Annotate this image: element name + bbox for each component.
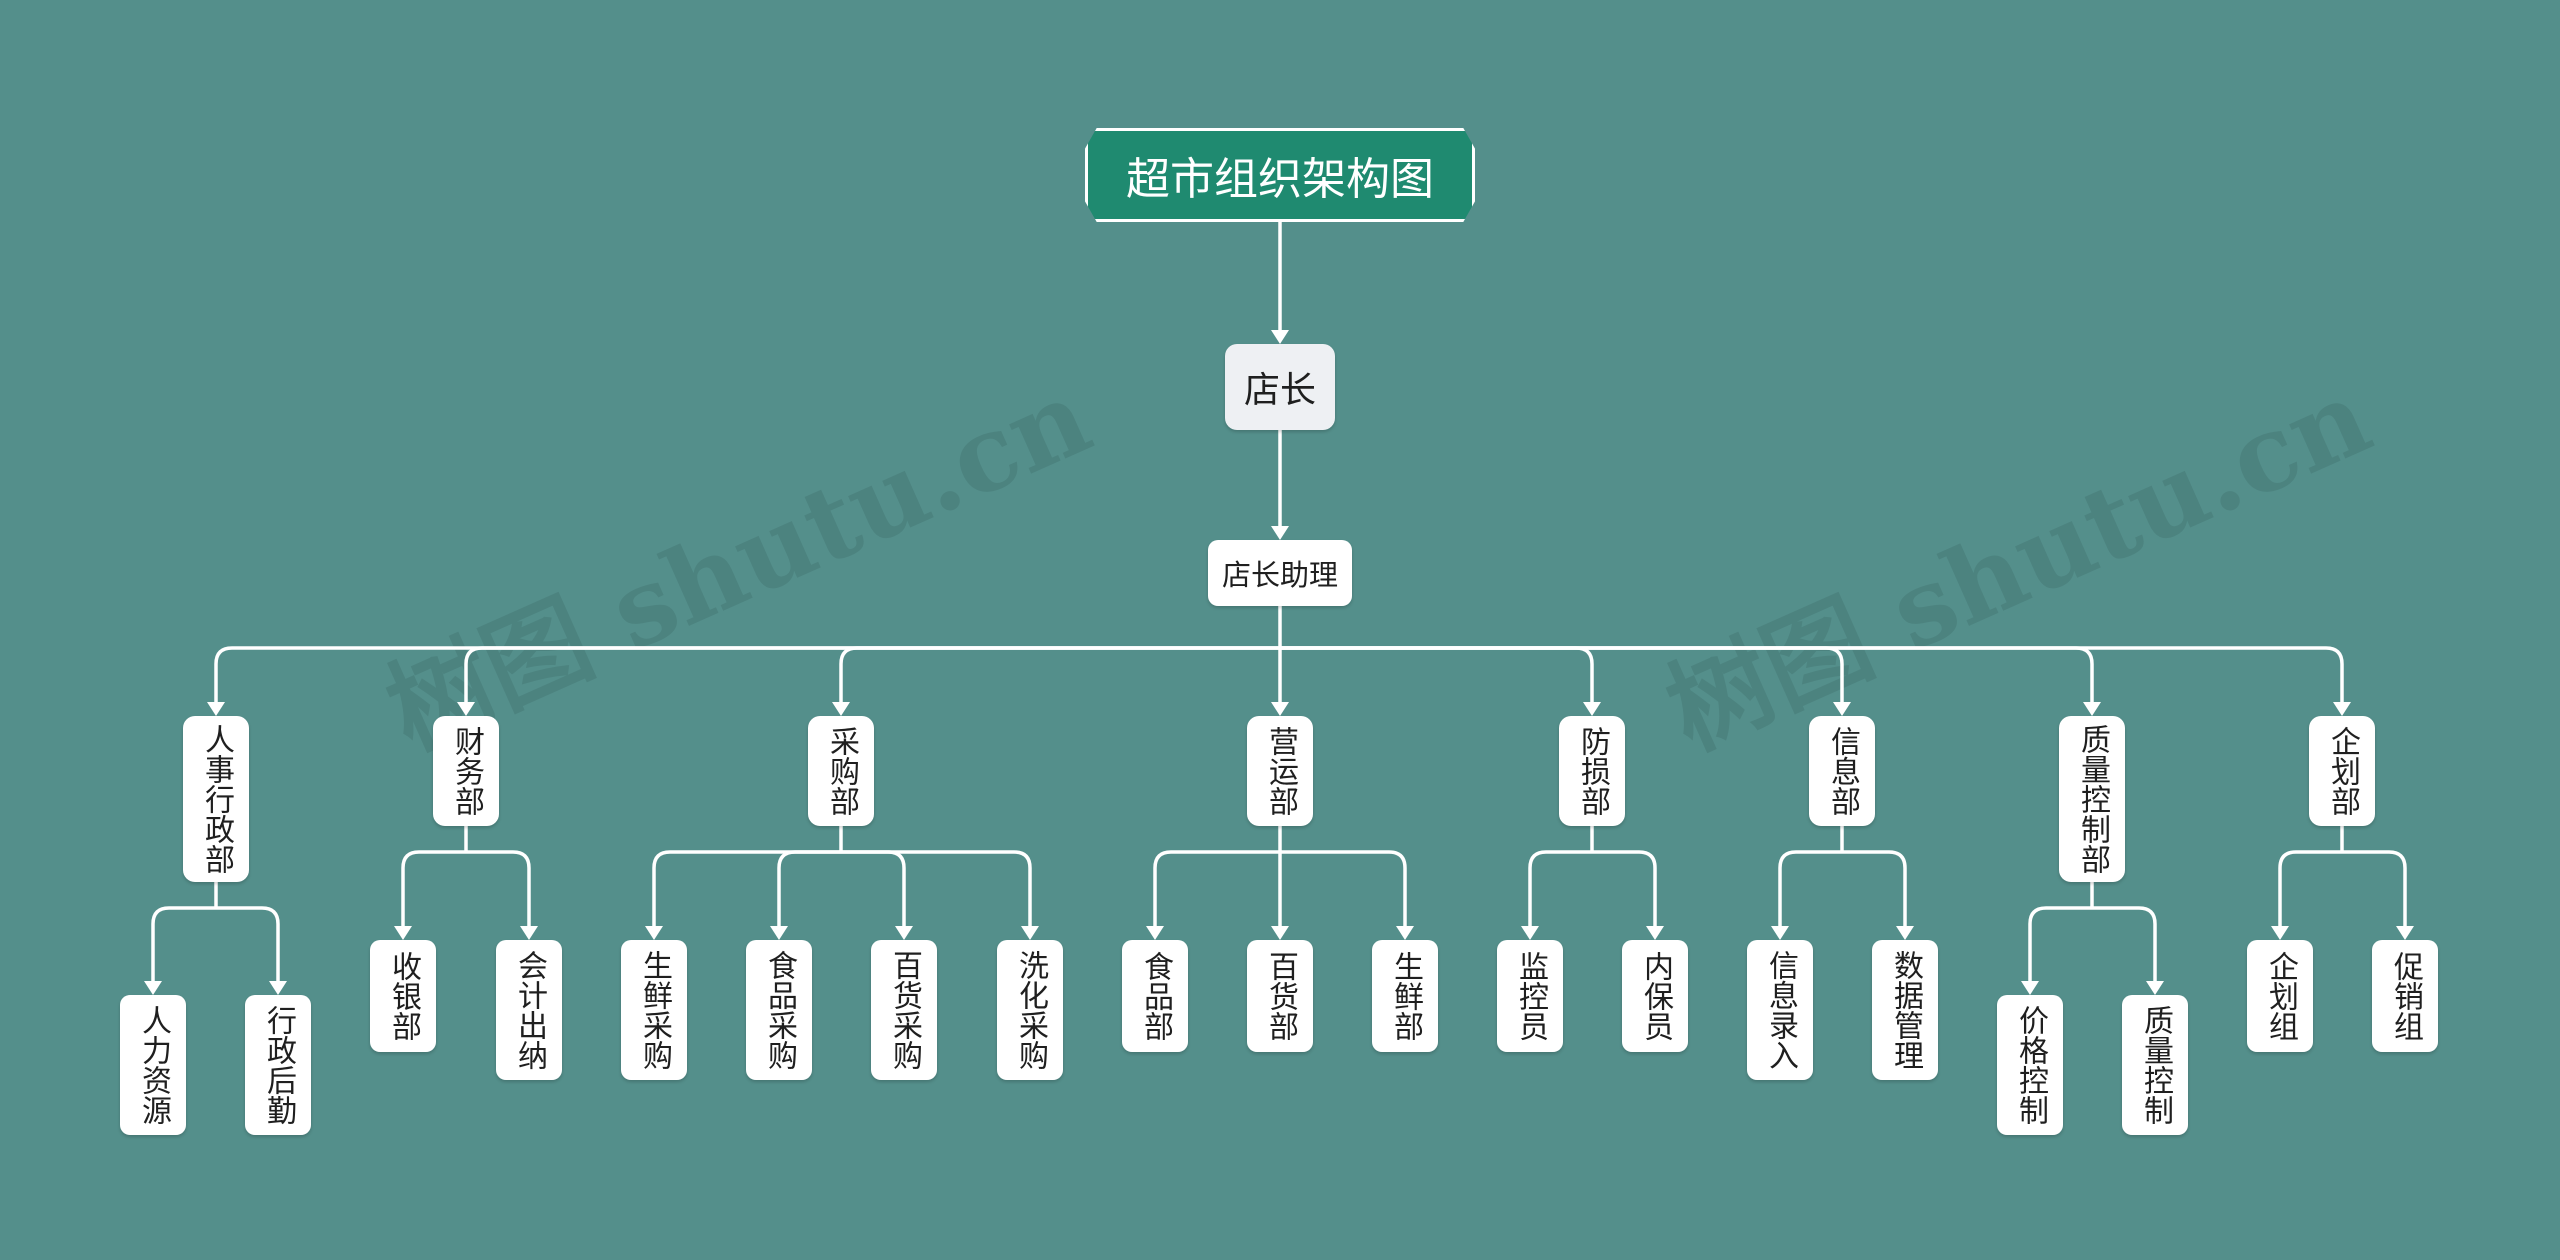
child-node-6-1[interactable]: 质量控制: [2122, 995, 2188, 1135]
arrow-dept-6-child-1: [2146, 981, 2164, 995]
child-node-1-1[interactable]: 会计出纳: [496, 940, 562, 1080]
arrow-dept-1-child-1: [520, 926, 538, 940]
child-node-2-0[interactable]: 生鲜采购: [621, 940, 687, 1080]
watermark-left: 树图 shutu.cn: [369, 354, 1108, 774]
arrow-dept-0-child-0: [144, 981, 162, 995]
edge-dept-3-child-2: [1280, 850, 1407, 928]
chart-title[interactable]: 超市组织架构图: [1085, 128, 1475, 222]
arrow-dept-4: [1583, 702, 1601, 716]
dept-node-3[interactable]: 营运部: [1247, 716, 1313, 826]
arrow-dept-7: [2333, 702, 2351, 716]
child-node-3-2[interactable]: 生鲜部: [1372, 940, 1438, 1052]
arrow-dept-2-child-2: [895, 926, 913, 940]
edge-dept-2-child-1: [777, 850, 841, 928]
child-node-0-1[interactable]: 行政后勤: [245, 995, 311, 1135]
edge-bus-dept-6: [1280, 646, 2094, 704]
arrow-dept-1: [457, 702, 475, 716]
child-node-1-0[interactable]: 收银部: [370, 940, 436, 1052]
arrow-dept-1-child-0: [394, 926, 412, 940]
edge-bus-dept-7: [1280, 646, 2344, 704]
arrow-dept-6: [2083, 702, 2101, 716]
edge-bus-dept-0: [214, 646, 1280, 704]
arrow-dept-3-child-2: [1396, 926, 1414, 940]
arrow-dept-2-child-3: [1021, 926, 1039, 940]
edge-dept-2-child-0: [652, 850, 841, 928]
edge-dept-0-child-0: [151, 906, 216, 983]
edge-dept-5-child-1: [1842, 850, 1907, 928]
arrow-dept-6-child-0: [2021, 981, 2039, 995]
arrow-dept-4-child-1: [1646, 926, 1664, 940]
arrow-dept-7-child-1: [2396, 926, 2414, 940]
edge-dept-7-child-1: [2342, 850, 2407, 928]
edge-dept-3-child-0: [1153, 850, 1280, 928]
child-node-2-3[interactable]: 洗化采购: [997, 940, 1063, 1080]
arrow-manager: [1271, 330, 1289, 344]
child-node-7-1[interactable]: 促销组: [2372, 940, 2438, 1052]
node-assistant[interactable]: 店长助理: [1208, 540, 1352, 606]
child-node-4-1[interactable]: 内保员: [1622, 940, 1688, 1052]
edge-dept-2-child-2: [841, 850, 906, 928]
arrow-dept-4-child-0: [1521, 926, 1539, 940]
arrow-dept-5: [1833, 702, 1851, 716]
watermark-right: 树图 shutu.cn: [1649, 354, 2388, 774]
dept-node-0[interactable]: 人事行政部: [183, 716, 249, 882]
dept-node-6[interactable]: 质量控制部: [2059, 716, 2125, 882]
edge-bus-dept-5: [1280, 646, 1844, 704]
edge-bus-dept-2: [839, 646, 1280, 704]
edge-bus-dept-1: [464, 646, 1280, 704]
arrow-dept-5-child-0: [1771, 926, 1789, 940]
arrow-dept-2-child-0: [645, 926, 663, 940]
child-node-7-0[interactable]: 企划组: [2247, 940, 2313, 1052]
arrow-dept-5-child-1: [1896, 926, 1914, 940]
node-manager[interactable]: 店长: [1225, 344, 1335, 430]
arrow-assistant: [1271, 526, 1289, 540]
edge-dept-5-child-0: [1778, 850, 1842, 928]
edge-dept-6-child-1: [2092, 906, 2157, 983]
arrow-dept-0-child-1: [269, 981, 287, 995]
child-node-3-0[interactable]: 食品部: [1122, 940, 1188, 1052]
edge-dept-1-child-1: [466, 850, 531, 928]
dept-node-2[interactable]: 采购部: [808, 716, 874, 826]
edge-dept-0-child-1: [216, 906, 280, 983]
edge-dept-4-child-1: [1592, 850, 1657, 928]
child-node-2-2[interactable]: 百货采购: [871, 940, 937, 1080]
arrow-dept-3-child-0: [1146, 926, 1164, 940]
dept-node-7[interactable]: 企划部: [2309, 716, 2375, 826]
child-node-3-1[interactable]: 百货部: [1247, 940, 1313, 1052]
dept-node-1[interactable]: 财务部: [433, 716, 499, 826]
arrow-dept-2: [832, 702, 850, 716]
edge-dept-1-child-0: [401, 850, 466, 928]
arrow-dept-3: [1271, 702, 1289, 716]
edge-dept-6-child-0: [2028, 906, 2092, 983]
arrow-dept-0: [207, 702, 225, 716]
child-node-4-0[interactable]: 监控员: [1497, 940, 1563, 1052]
edge-bus-dept-4: [1280, 646, 1594, 704]
edge-dept-4-child-0: [1528, 850, 1592, 928]
arrow-dept-2-child-1: [770, 926, 788, 940]
dept-node-5[interactable]: 信息部: [1809, 716, 1875, 826]
child-node-2-1[interactable]: 食品采购: [746, 940, 812, 1080]
edge-dept-7-child-0: [2278, 850, 2342, 928]
edge-dept-2-child-3: [841, 850, 1032, 928]
arrow-dept-3-child-1: [1271, 926, 1289, 940]
dept-node-4[interactable]: 防损部: [1559, 716, 1625, 826]
child-node-5-1[interactable]: 数据管理: [1872, 940, 1938, 1080]
arrow-dept-7-child-0: [2271, 926, 2289, 940]
child-node-6-0[interactable]: 价格控制: [1997, 995, 2063, 1135]
child-node-5-0[interactable]: 信息录入: [1747, 940, 1813, 1080]
child-node-0-0[interactable]: 人力资源: [120, 995, 186, 1135]
